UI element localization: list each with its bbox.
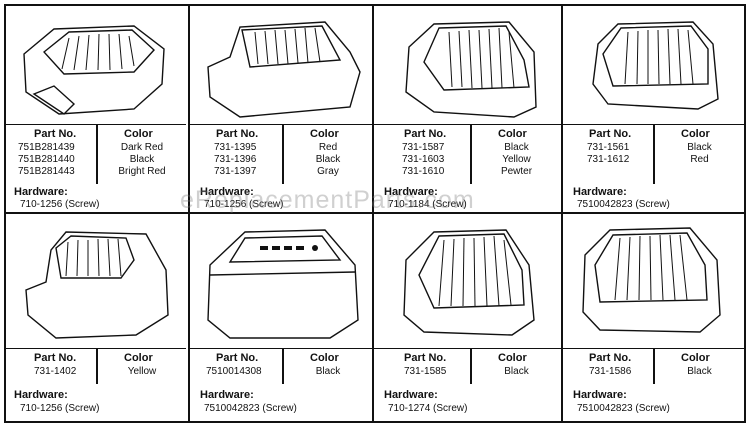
part-cell-1: Part No. Color 751B281439 751B281440 751…: [6, 6, 188, 212]
spec-table: Part No. Color 731-1402 Yellow: [6, 348, 186, 384]
engine-cover-illustration: [403, 229, 535, 336]
hardware-value: 710-1256 (Screw): [204, 199, 284, 210]
hardware-label: Hardware:: [200, 186, 254, 198]
part-number: 7510014308: [206, 366, 262, 377]
hardware-label: Hardware:: [14, 186, 68, 198]
part-number: 731-1561: [587, 142, 630, 153]
part-no-header: Part No.: [216, 128, 259, 140]
part-color: Bright Red: [118, 166, 166, 177]
part-color: Black: [687, 142, 712, 153]
part-no-header: Part No.: [404, 352, 447, 364]
part-color: Dark Red: [120, 142, 164, 153]
part-number: 731-1585: [404, 366, 447, 377]
part-number: 731-1612: [587, 154, 630, 165]
color-header: Color: [124, 352, 153, 364]
part-number: 731-1402: [34, 366, 77, 377]
part-cell-3: Part No. Color 731-1587 731-1603 731-161…: [374, 6, 561, 212]
part-number: 731-1610: [402, 166, 445, 177]
spec-table: Part No. Color 731-1561 731-1612 Black R…: [563, 124, 744, 184]
color-header: Color: [310, 128, 339, 140]
color-header: Color: [681, 128, 710, 140]
engine-cover-illustration: [582, 227, 721, 333]
hardware-label: Hardware:: [384, 186, 438, 198]
engine-cover-illustration: [405, 21, 537, 118]
hardware-label: Hardware:: [14, 389, 68, 401]
hardware-label: Hardware:: [384, 389, 438, 401]
part-color: Black: [315, 154, 341, 165]
hardware-label: Hardware:: [573, 186, 627, 198]
part-cell-5: Part No. Color 731-1402 Yellow Hardware:…: [6, 214, 188, 423]
part-number: 731-1586: [589, 366, 632, 377]
hardware-value: 710-1184 (Screw): [388, 199, 467, 210]
part-no-header: Part No.: [216, 352, 259, 364]
hardware-label: Hardware:: [573, 389, 627, 401]
engine-cover-illustration: [592, 21, 719, 110]
part-no-header: Part No.: [34, 352, 77, 364]
part-no-header: Part No.: [404, 128, 447, 140]
part-number: 731-1397: [214, 166, 257, 177]
color-header: Color: [124, 128, 153, 140]
hardware-value: 7510042823 (Screw): [204, 403, 297, 414]
part-cell-4: Part No. Color 731-1561 731-1612 Black R…: [563, 6, 744, 212]
part-number: 751B281440: [18, 154, 75, 165]
hardware-value: 7510042823 (Screw): [577, 403, 670, 414]
spec-table: Part No. Color 731-1395 731-1396 731-139…: [190, 124, 372, 184]
engine-cover-illustration: [207, 229, 359, 339]
hardware-value: 710-1274 (Screw): [388, 403, 468, 414]
part-color: Black: [504, 366, 529, 377]
spec-table: Part No. Color 731-1586 Black: [563, 348, 744, 384]
part-number: 751B281443: [18, 166, 75, 177]
hardware-value: 710-1256 (Screw): [20, 403, 100, 414]
part-number: 731-1603: [402, 154, 445, 165]
part-color: Gray: [317, 166, 339, 177]
part-color: Yellow: [502, 154, 531, 165]
color-header: Color: [498, 352, 527, 364]
part-color: Black: [504, 142, 529, 153]
part-color: Pewter: [500, 166, 533, 177]
spec-table: Part No. Color 7510014308 Black: [190, 348, 372, 384]
part-no-header: Part No.: [589, 128, 632, 140]
part-cell-7: Part No. Color 731-1585 Black Hardware: …: [374, 214, 561, 423]
hardware-value: 710-1256 (Screw): [20, 199, 100, 210]
grid-divider: [6, 212, 744, 214]
color-header: Color: [498, 128, 527, 140]
hardware-value: 7510042823 (Screw): [577, 199, 670, 210]
part-color: Black: [315, 366, 341, 377]
part-color: Red: [318, 142, 338, 153]
part-cell-8: Part No. Color 731-1586 Black Hardware: …: [563, 214, 744, 423]
part-no-header: Part No.: [589, 352, 632, 364]
color-header: Color: [310, 352, 339, 364]
part-cell-2: Part No. Color 731-1395 731-1396 731-139…: [190, 6, 372, 212]
part-color: Black: [129, 154, 155, 165]
color-header: Color: [681, 352, 710, 364]
hardware-label: Hardware:: [200, 389, 254, 401]
part-number: 751B281439: [18, 142, 75, 153]
spec-table: Part No. Color 751B281439 751B281440 751…: [6, 124, 186, 184]
part-number: 731-1587: [402, 142, 445, 153]
part-color: Black: [687, 366, 712, 377]
spec-table: Part No. Color 731-1585 Black: [374, 348, 561, 384]
part-number: 731-1396: [214, 154, 257, 165]
parts-catalog-frame: Part No. Color 751B281439 751B281440 751…: [4, 4, 746, 423]
part-cell-6: Part No. Color 7510014308 Black Hardware…: [190, 214, 372, 423]
part-no-header: Part No.: [34, 128, 77, 140]
engine-cover-illustration: [25, 231, 169, 339]
engine-cover-illustration: [23, 25, 165, 115]
engine-cover-illustration: [207, 21, 361, 118]
spec-table: Part No. Color 731-1587 731-1603 731-161…: [374, 124, 561, 184]
part-color: Red: [690, 154, 709, 165]
part-number: 731-1395: [214, 142, 257, 153]
part-color: Yellow: [127, 366, 157, 377]
